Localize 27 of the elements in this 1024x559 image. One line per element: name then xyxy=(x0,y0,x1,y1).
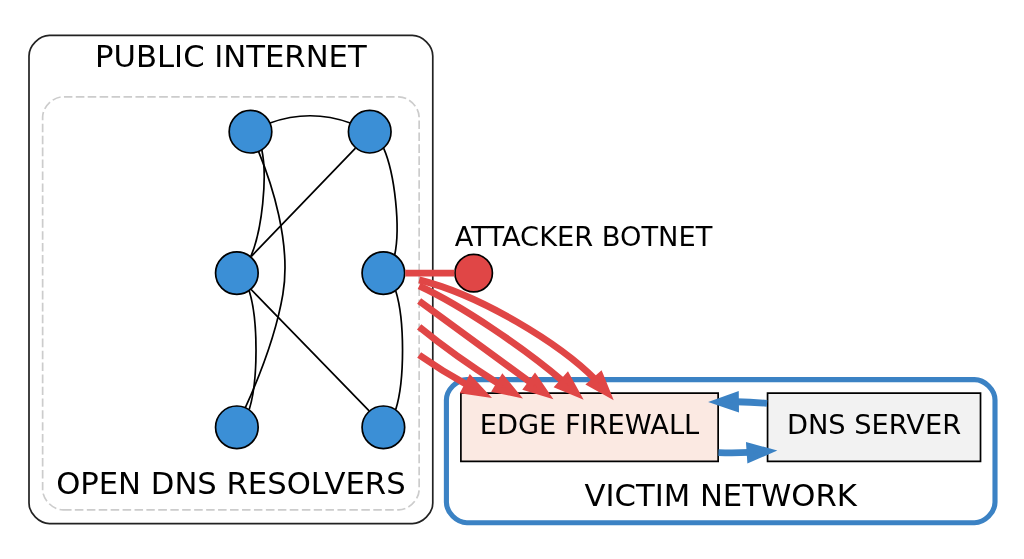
arrow xyxy=(417,298,554,400)
arrow xyxy=(418,276,614,401)
connector xyxy=(244,150,286,409)
arrow xyxy=(417,282,584,400)
node-circle xyxy=(361,250,406,296)
node-circle xyxy=(228,109,273,154)
node-box: EDGE FIREWALL xyxy=(460,392,719,463)
connector xyxy=(250,147,357,258)
node-circle xyxy=(347,109,392,154)
arrow xyxy=(708,390,768,413)
connector xyxy=(405,269,455,277)
node-label: ATTACKER BOTNET xyxy=(454,220,713,252)
arrow xyxy=(718,441,778,464)
connector xyxy=(249,148,265,258)
node-circle xyxy=(214,405,259,450)
arrow xyxy=(417,352,492,398)
node-circle xyxy=(361,405,406,450)
connector xyxy=(248,290,257,411)
connector xyxy=(382,147,398,256)
connector xyxy=(250,288,370,412)
node-circle xyxy=(214,250,259,296)
arrow xyxy=(417,324,523,399)
node-box: DNS SERVER xyxy=(766,392,982,463)
node-circle xyxy=(454,253,494,293)
connector xyxy=(269,114,352,124)
cluster: OPEN DNS RESOLVERS xyxy=(41,95,420,511)
connector xyxy=(394,290,404,411)
